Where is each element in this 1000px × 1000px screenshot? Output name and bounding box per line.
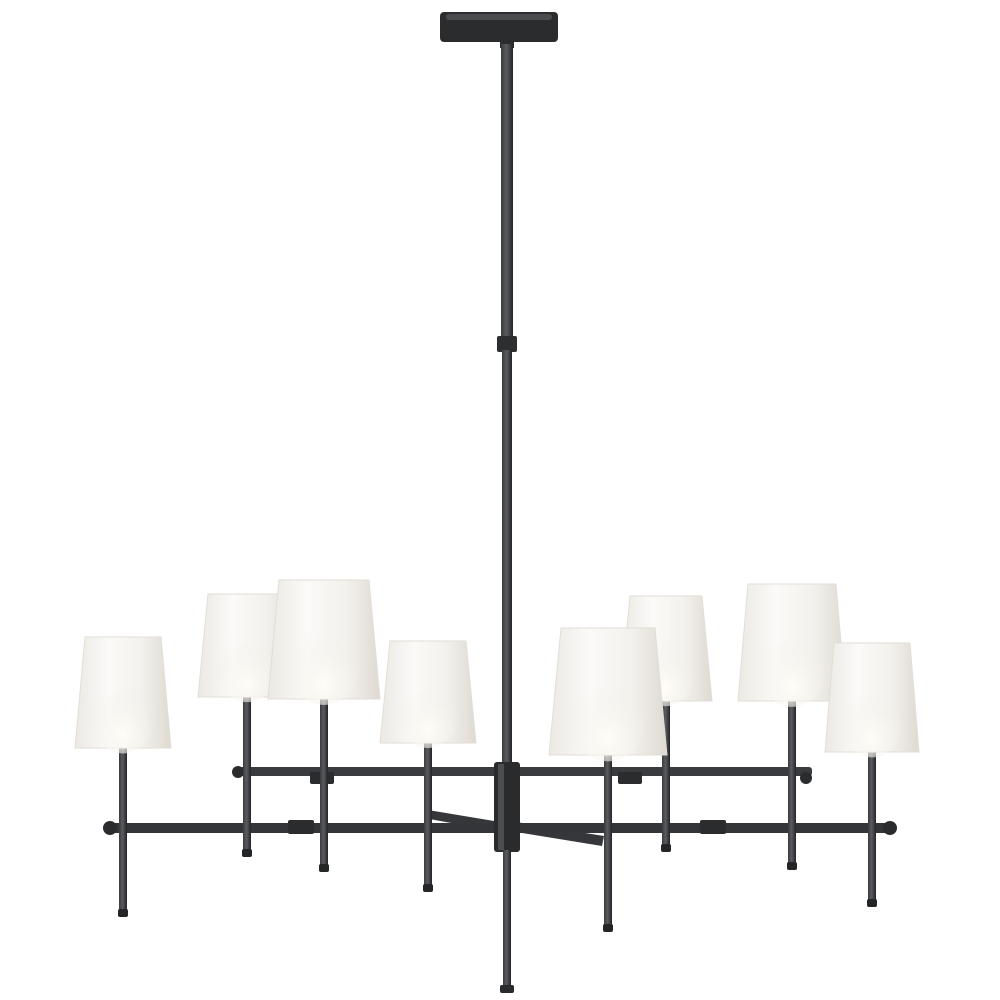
lamp-4 (379, 640, 477, 892)
center-hub (494, 762, 520, 993)
lamp-5 (548, 627, 668, 932)
lamp-stem (662, 699, 670, 848)
lamp-finial (118, 909, 128, 917)
lamp-finial (603, 924, 613, 932)
lamp-glow (757, 624, 827, 707)
lamp-7 (737, 583, 847, 870)
lamp-glow (841, 681, 903, 758)
lamp-stem (424, 741, 432, 888)
lamp-finial (661, 844, 671, 852)
lamp-1 (74, 636, 172, 917)
lamp-stem (868, 750, 876, 903)
lamp-finial (242, 849, 252, 857)
lamp-8 (824, 642, 920, 907)
lamp-stem (243, 695, 251, 853)
lamp-glow (397, 676, 459, 749)
downrod (497, 44, 517, 770)
lamp-glow (92, 675, 154, 754)
lamp-finial (867, 899, 877, 907)
lamp-finial (787, 862, 797, 870)
lamp-finial (423, 884, 433, 892)
lamp-stem (604, 753, 612, 928)
back-arm (232, 766, 812, 784)
lamp-finial (319, 864, 329, 872)
lamp-group (74, 579, 920, 932)
ceiling-canopy (440, 12, 558, 48)
lamp-glow (215, 630, 279, 703)
lamp-stem (788, 699, 796, 866)
lamp-glow (570, 672, 646, 762)
lamp-stem (119, 746, 127, 913)
lamp-3 (267, 579, 381, 872)
lamp-glow (288, 621, 360, 705)
lamp-stem (320, 697, 328, 868)
